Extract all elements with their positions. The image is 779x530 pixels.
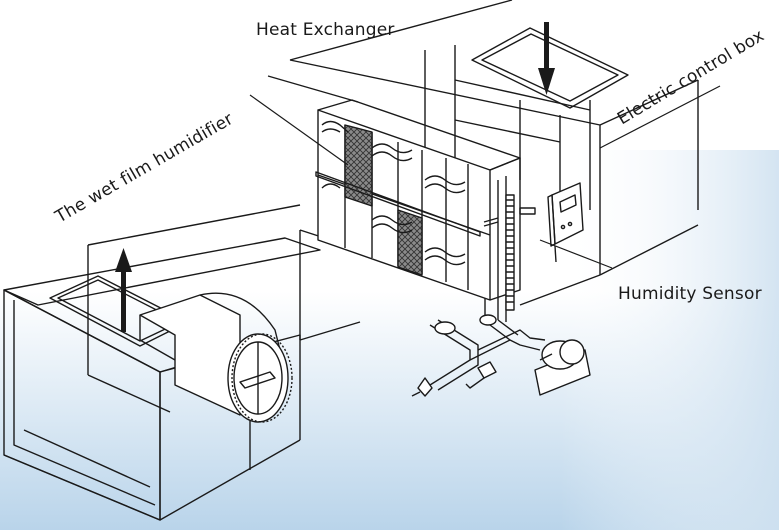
- background-right-tint: [560, 150, 779, 530]
- label-humidity-sensor: Humidity Sensor: [618, 284, 762, 304]
- leader-heat-exchanger: [267, 75, 359, 103]
- heat-exchanger: [315, 99, 521, 322]
- leader-wet-film: [249, 94, 349, 166]
- leader-lines: [249, 75, 721, 269]
- air-outlet-grille: [471, 27, 629, 109]
- electric-control-box: [547, 182, 584, 263]
- leader-control-box: [599, 85, 721, 149]
- air-outlet-arrow-icon: [538, 22, 555, 95]
- label-heat-exchanger: Heat Exchanger: [256, 20, 395, 40]
- air-inlet-arrow-icon: [115, 248, 132, 332]
- leader-humidity-sensor: [539, 239, 613, 269]
- wet-film-media-upper: [344, 124, 373, 207]
- pump-icon: [534, 339, 591, 396]
- water-piping: [411, 314, 546, 397]
- valve-icon: [465, 361, 497, 389]
- fan-assembly: [139, 292, 293, 423]
- wet-film-media-lower: [397, 209, 423, 276]
- humidity-sensor: [505, 194, 536, 311]
